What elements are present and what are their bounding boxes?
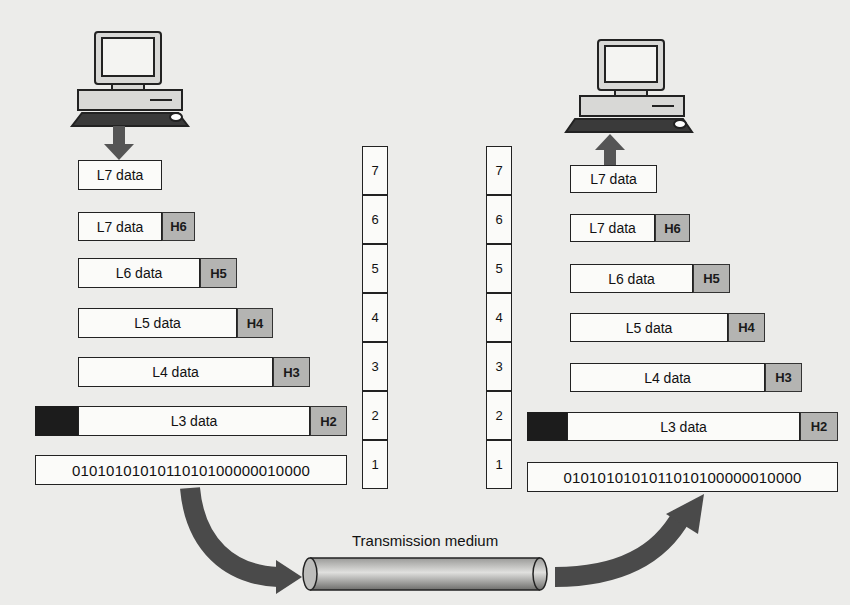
header-box: H4 — [237, 308, 273, 338]
box-text: H3 — [775, 370, 792, 385]
layer-cell: 2 — [362, 391, 388, 440]
computer-icon — [72, 32, 188, 126]
layer-cell: 6 — [362, 195, 388, 244]
box-text: 0101010101011010100000010000 — [72, 462, 310, 479]
header-box: H6 — [655, 214, 690, 242]
header-box: H2 — [800, 412, 838, 441]
box-text: 2 — [495, 408, 502, 423]
box-text: H2 — [811, 419, 828, 434]
box-text: 2 — [371, 408, 378, 423]
box-text: 6 — [371, 212, 378, 227]
layer-cell: 4 — [486, 293, 512, 342]
layer-cell: 2 — [486, 391, 512, 440]
trailer-block — [35, 406, 78, 436]
box-text: 1 — [495, 457, 502, 472]
box-text: L7 data — [590, 171, 637, 187]
box-text: L5 data — [626, 320, 673, 336]
flow-arrow — [190, 488, 302, 594]
box-text: L3 data — [660, 419, 707, 435]
data-box: L7 data — [570, 214, 655, 242]
box-text: H6 — [664, 221, 681, 236]
box-text: L4 data — [152, 364, 199, 380]
header-box: H5 — [693, 264, 730, 293]
bit-stream-box: 0101010101011010100000010000 — [527, 462, 838, 492]
cable-cylinder — [303, 558, 547, 590]
box-text: 3 — [495, 359, 502, 374]
box-text: H4 — [247, 316, 264, 331]
box-text: 7 — [371, 163, 378, 178]
box-text: L6 data — [116, 265, 163, 281]
layer-cell: 3 — [362, 342, 388, 391]
computer-icon — [566, 40, 692, 132]
data-box: L4 data — [570, 363, 765, 392]
box-text: H5 — [703, 271, 720, 286]
header-box: H3 — [765, 363, 802, 392]
box-text: L4 data — [644, 370, 691, 386]
data-box: L6 data — [570, 264, 693, 293]
box-text: H6 — [170, 219, 187, 234]
bit-stream-box: 0101010101011010100000010000 — [35, 455, 347, 485]
box-text: L3 data — [171, 413, 218, 429]
flow-arrow — [555, 494, 704, 577]
layer-cell: 3 — [486, 342, 512, 391]
box-text: L7 data — [97, 219, 144, 235]
box-text: 6 — [495, 212, 502, 227]
data-box: L5 data — [78, 308, 237, 338]
data-box: L5 data — [570, 313, 728, 342]
box-text: H3 — [283, 365, 300, 380]
data-box: L4 data — [78, 357, 273, 387]
layer-cell: 5 — [362, 244, 388, 293]
box-text: H5 — [210, 266, 227, 281]
box-text: L7 data — [589, 220, 636, 236]
box-text: 5 — [495, 261, 502, 276]
trailer-block — [527, 412, 567, 441]
data-box: L6 data — [78, 258, 200, 288]
layer-cell: 7 — [362, 146, 388, 195]
flow-arrow — [595, 134, 625, 165]
data-box: L7 data — [570, 165, 657, 193]
box-text: 0101010101011010100000010000 — [563, 469, 801, 486]
box-text: 7 — [495, 163, 502, 178]
layer-cell: 7 — [486, 146, 512, 195]
box-text: H2 — [320, 414, 337, 429]
layer-cell: 6 — [486, 195, 512, 244]
data-box: L3 data — [78, 406, 310, 436]
layer-cell: 5 — [486, 244, 512, 293]
header-box: H2 — [310, 406, 347, 436]
box-text: 4 — [495, 310, 502, 325]
header-box: H3 — [273, 357, 310, 387]
header-box: H6 — [162, 212, 195, 241]
box-text: 1 — [371, 457, 378, 472]
box-text: 3 — [371, 359, 378, 374]
header-box: H4 — [728, 313, 765, 342]
data-box: L3 data — [567, 412, 800, 441]
box-text: H4 — [738, 320, 755, 335]
flow-arrow — [104, 126, 134, 160]
data-box: L7 data — [78, 160, 162, 190]
box-text: L6 data — [608, 271, 655, 287]
layer-cell: 1 — [486, 440, 512, 489]
box-text: L7 data — [97, 167, 144, 183]
box-text: L5 data — [134, 315, 181, 331]
medium-label: Transmission medium — [352, 532, 498, 549]
box-text: 5 — [371, 261, 378, 276]
layer-cell: 4 — [362, 293, 388, 342]
header-box: H5 — [200, 258, 237, 288]
box-text: 4 — [371, 310, 378, 325]
layer-cell: 1 — [362, 440, 388, 489]
data-box: L7 data — [78, 212, 162, 241]
